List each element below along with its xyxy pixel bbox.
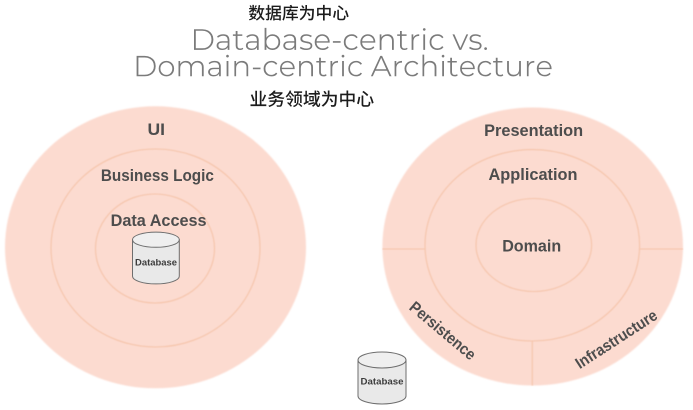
svg-text:UI: UI: [148, 120, 166, 139]
svg-text:Application: Application: [489, 166, 578, 184]
svg-text:Business Logic: Business Logic: [101, 167, 214, 185]
svg-text:Presentation: Presentation: [484, 122, 583, 140]
svg-text:Data Access: Data Access: [111, 212, 207, 230]
svg-text:Database: Database: [135, 258, 177, 269]
svg-text:Domain: Domain: [502, 238, 561, 256]
svg-text:Database: Database: [361, 377, 404, 388]
